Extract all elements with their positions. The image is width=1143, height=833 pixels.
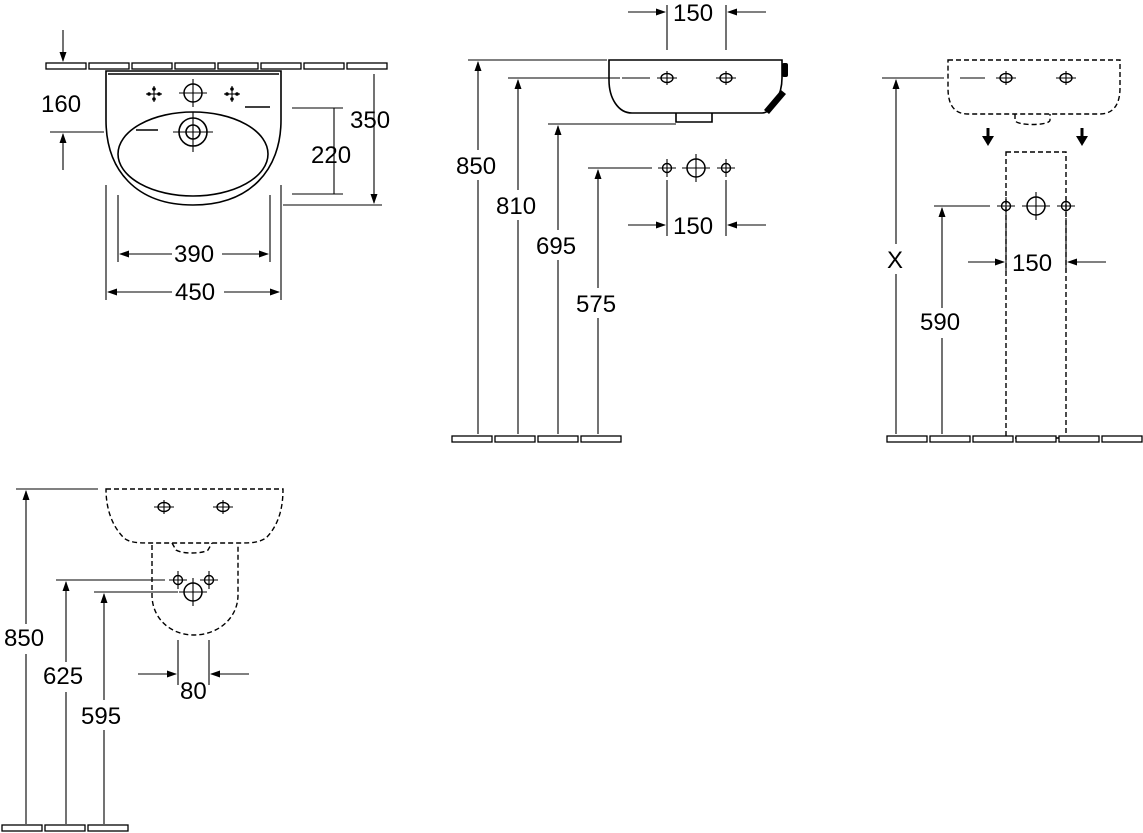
dim-x-label: X: [887, 247, 903, 274]
semi-pedestal-body: [151, 545, 239, 636]
dim-450-label: 450: [175, 279, 215, 306]
dim-590-label: 590: [920, 309, 960, 336]
front-view: 160 220 350 390 450: [41, 30, 390, 306]
basin-side-outline: [608, 59, 783, 114]
wall-line: [45, 62, 388, 70]
dim-625-label: 625: [43, 663, 83, 690]
drain-icon: [173, 112, 213, 152]
drain-icon: [178, 577, 208, 607]
tap-hole-icon: [656, 70, 678, 86]
supply-hole-icon: [716, 158, 736, 178]
supply-hole-icon: [1056, 196, 1076, 216]
dim-350-label: 350: [350, 107, 390, 134]
dim-150-pedestal-label: 150: [1012, 250, 1052, 277]
floor-line: [886, 435, 1143, 443]
down-arrow-icon: [1076, 128, 1088, 146]
dim-220-label: 220: [311, 142, 351, 169]
basin-outline: [105, 70, 282, 206]
tap-hole-icon: [223, 85, 241, 103]
dim-80-label: 80: [180, 678, 207, 705]
supply-hole-icon: [168, 570, 188, 590]
side-view: 150 150 850 810 695 575: [451, 0, 788, 443]
dim-695-label: 695: [536, 233, 576, 260]
tap-hole-icon: [995, 70, 1017, 86]
dim-150-top-label: 150: [673, 0, 713, 27]
floor-line: [1, 824, 129, 832]
tap-hole-icon: [715, 70, 737, 86]
supply-hole-icon: [199, 570, 219, 590]
tap-hole-icon: [145, 85, 163, 103]
dim-850-semi-label: 850: [4, 625, 44, 652]
pedestal-view: 150 X 590: [882, 59, 1143, 443]
tap-hole-icon: [1055, 70, 1077, 86]
supply-hole-icon: [996, 196, 1016, 216]
down-arrow-icon: [982, 128, 994, 146]
tap-hole-icon: [153, 499, 175, 515]
tap-hole-icon: [212, 499, 234, 515]
supply-hole-icon: [657, 158, 677, 178]
dim-160-label: 160: [41, 91, 81, 118]
dim-850-label: 850: [456, 153, 496, 180]
supply-hole-icon: [681, 153, 711, 183]
floor-line: [451, 435, 622, 443]
dim-575-label: 575: [576, 291, 616, 318]
basin-dashed-outline: [947, 59, 1121, 115]
tap-hole-icon: [178, 78, 208, 108]
dim-390-label: 390: [174, 241, 214, 268]
supply-hole-icon: [1021, 191, 1051, 221]
semi-pedestal-view: 850 625 595 80: [1, 488, 284, 832]
dim-595-label: 595: [81, 703, 121, 730]
basin-dashed-outline: [105, 488, 284, 544]
dim-810-label: 810: [496, 193, 536, 220]
dim-150-supply-label: 150: [673, 213, 713, 240]
